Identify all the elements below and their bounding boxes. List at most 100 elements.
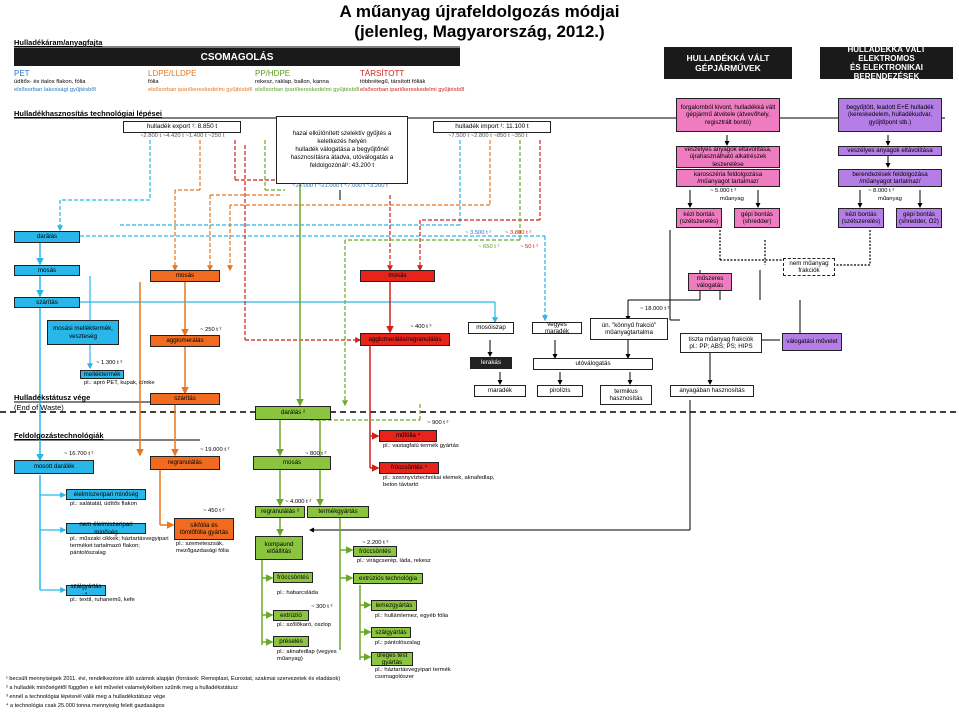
qty-import-split: ~7.500 t ~2.800 t ~850 t ~350 t (448, 133, 528, 139)
note-elelmiszer: pl.: salátatál, üdítős flakon (70, 501, 138, 507)
box-vegyes-maradek: vegyes maradék (532, 321, 582, 335)
material-ldpe: LDPE/LLDPE fólia elsősorban ipari/keresk… (148, 70, 258, 94)
box-froccsontes-green: fröccsöntés (273, 572, 313, 583)
box-szalgyartas: szálgyártás ⁴ (66, 583, 106, 598)
central-line1: hazai elkülönített szelektív gyűjtés a k… (292, 130, 392, 145)
qty-18000: ~ 18.000 t ² (640, 306, 670, 312)
box-mellektermek: melléktermék (80, 370, 124, 379)
box-import: hulladék import ¹: 11.100 t (433, 121, 551, 133)
qty-450: ~ 450 t ² (203, 508, 225, 514)
note-mufolia: pl.: vastagfalú termék gyártás (383, 443, 459, 449)
qty-400: ~ 400 t ² (410, 324, 432, 330)
box-pirolizis: pirolízis (537, 385, 583, 397)
material-pphdpe-l1: rekesz, raklap, ballon, kanna (255, 79, 329, 85)
note-preseles: pl.: aknafedlap (vegyes műanyag) (277, 649, 337, 662)
qty-center-split: ~14.000 t ~21.000 t ~7.000 t ~3.200 t (292, 183, 388, 189)
box-mosas-orange: mosás (150, 270, 220, 282)
material-pet-l2: elsősorban lakossági gyűjtésből (14, 87, 96, 93)
box-ee-intake: begyűjtött, leadott E+E hulladék (keresk… (838, 98, 942, 132)
box-extrudio: extrúzió (273, 610, 309, 621)
qty-3500: ~ 3.500 t ² (465, 230, 492, 236)
material-tarsitott: TÁRSÍTOTT többrétegű, társított fóliák e… (360, 70, 470, 94)
box-mufolia: műfólia ⁴ (379, 430, 437, 442)
box-mosott-daralek: mosott darálék (14, 460, 94, 474)
material-tarsitott-l2: elsősorban ipari/kereskedelmi gyűjtésből (360, 87, 465, 93)
note-szalgyartas2: pl.: pántolószalag (375, 640, 421, 646)
box-central-collection: hazai elkülönített szelektív gyűjtés a k… (276, 116, 408, 184)
box-vehicle-body: karosszéria feldolgozása /műanyagot tart… (676, 169, 780, 187)
bar-packaging: CSOMAGOLÁS (14, 48, 460, 66)
box-ee-shredder: gépi bontás (shredder, O2) (896, 208, 942, 228)
box-sikfolia: síkfólia és tömlőfólia gyártás (174, 518, 234, 540)
header-end-of-waste-en: (End of Waste) (14, 403, 64, 412)
box-lemezgyartas: lemezgyártás (371, 600, 417, 611)
qty-800: ~ 800 t ² (305, 451, 327, 457)
qty-900: ~ 900 t ² (427, 420, 449, 426)
bar-electronics-line1: HULLADÉKKÁ VÁLT ELEKTROMOS (847, 45, 926, 63)
qty-19000: ~ 19.000 t ² (200, 447, 230, 453)
note-szalgyartas: pl.: textil, ruhanemű, kefe (70, 597, 135, 603)
box-uregestest: üreges test gyártás (371, 652, 413, 666)
qty-2200: ~ 2.200 t ² (362, 540, 389, 546)
qty-1300: ~ 1.300 t ² (96, 360, 123, 366)
box-regranulalas-orange: regranulálás (150, 456, 220, 470)
box-vehicle-hazardous: veszélyes anyagok eltávolítása, újrahasz… (676, 146, 780, 168)
qty-50: ~ 50 t ² (520, 244, 539, 250)
box-lerakas: lerakás (470, 357, 512, 369)
note-sikfolia: pl.: szemeteszsák, mezőgazdasági fólia (176, 541, 229, 554)
material-pphdpe: PP/HDPE rekesz, raklap, ballon, kanna el… (255, 70, 365, 94)
box-ee-processing: berendezések feldolgozása /műanyagot tar… (838, 169, 942, 187)
box-nem-elelmiszeripari: nem élelmiszeripari minőség (66, 521, 146, 536)
note-mellektermek: pl.: apró PET, kupak, címke (84, 380, 155, 386)
note-uregestest: pl.: háztartásvegyipari termék csomagoló… (375, 667, 451, 680)
box-vehicle-intake: forgalomból kivont, hulladékká vált gépj… (676, 98, 780, 132)
header-end-of-waste: Hulladékstátusz vége (14, 393, 91, 402)
box-agglomeralas: agglomerálás (150, 335, 220, 347)
page-title: A műanyag újrafeldolgozás módjai (339, 2, 620, 21)
page-subtitle: (jelenleg, Magyarország, 2012.) (354, 22, 605, 41)
qty-8000-unit: műanyag (878, 196, 902, 202)
box-maradek: maradék (474, 385, 526, 397)
bar-vehicles-line2: GÉPJÁRMŰVEK (695, 63, 761, 73)
note-nem-elelmiszer: pl.: műszaki cikkek; háztartásvegyipari … (70, 536, 169, 556)
bar-vehicles-line1: HULLADÉKKÁ VÁLT (686, 53, 770, 63)
box-regranulalas-green: regranulálás ³ (255, 506, 305, 518)
box-szaritas-blue: szárítás (14, 297, 80, 308)
tiszta-line2: pl.: PP; ABS; PS; HIPS (689, 343, 753, 350)
box-daralas-green: darálás ² (255, 406, 331, 420)
qty-16700: ~ 16.700 t ² (64, 451, 94, 457)
note-extrudio: pl.: szőlőkaró, oszlop (277, 622, 332, 628)
note-froccsontes-right: pl.: virágcserép, láda, rekesz (357, 558, 431, 564)
header-recovery: Hulladékhasznosítás technológiai lépései (14, 109, 162, 118)
qty-650: ~ 650 t ² (478, 244, 500, 250)
box-szaritas-orange: szárítás (150, 393, 220, 405)
box-extruzios-tech: extrúziós technológia (353, 573, 423, 584)
central-line2: hulladék válogatása a begyűjtőnél (295, 146, 389, 153)
box-termikus: termikus hasznosítás (600, 385, 652, 405)
box-froccsontes-red: fröccsöntés ⁴ (379, 462, 439, 474)
box-valogatasi-muvelet: válogatási művelet (782, 333, 842, 351)
qty-export-split: ~2.800 t ~4.420 t ~1.400 t ~250 t (140, 133, 225, 139)
material-ldpe-l1: fólia (148, 79, 159, 85)
bar-electronics: HULLADÉKKÁ VÁLT ELEKTROMOS ÉS ELEKTRONIK… (820, 45, 953, 81)
material-pet-l1: üdítős- és italos flakon, fólia (14, 79, 86, 85)
material-tarsitott-name: TÁRSÍTOTT (360, 69, 405, 78)
box-anyagaban: anyagában hasznosítás (670, 385, 754, 397)
central-line3: hasznosításra átadva, utóválogatás a fel… (290, 154, 394, 169)
box-elelmiszeripari: élelmiszeripari minőség (66, 489, 146, 500)
box-mosas-blue: mosás (14, 265, 80, 276)
material-pphdpe-name: PP/HDPE (255, 69, 291, 78)
header-waste-type: Hulladékáram/anyagfajta (14, 38, 103, 47)
box-vehicle-manual: kézi bontás (szétszerelés) (676, 208, 722, 228)
box-mosasi-mellektermek: mosási melléktermék, veszteség (47, 320, 119, 345)
qty-5000: ~ 5.000 t ² (710, 188, 737, 194)
box-muszeres-valogatas: műszeres válogatás (688, 273, 732, 291)
note-froccsontes-red: pl.: szennyvíztechnikai elemek, aknafedl… (383, 475, 495, 488)
box-preseles: préselés (273, 636, 309, 647)
qty-3800: ~ 3.800 t ² (505, 230, 532, 236)
material-tarsitott-l1: többrétegű, társított fóliák (360, 79, 426, 85)
footnote-3: ³ ennél a technológiai lépésnél válik me… (6, 694, 166, 700)
qty-5000-unit: műanyag (720, 196, 744, 202)
